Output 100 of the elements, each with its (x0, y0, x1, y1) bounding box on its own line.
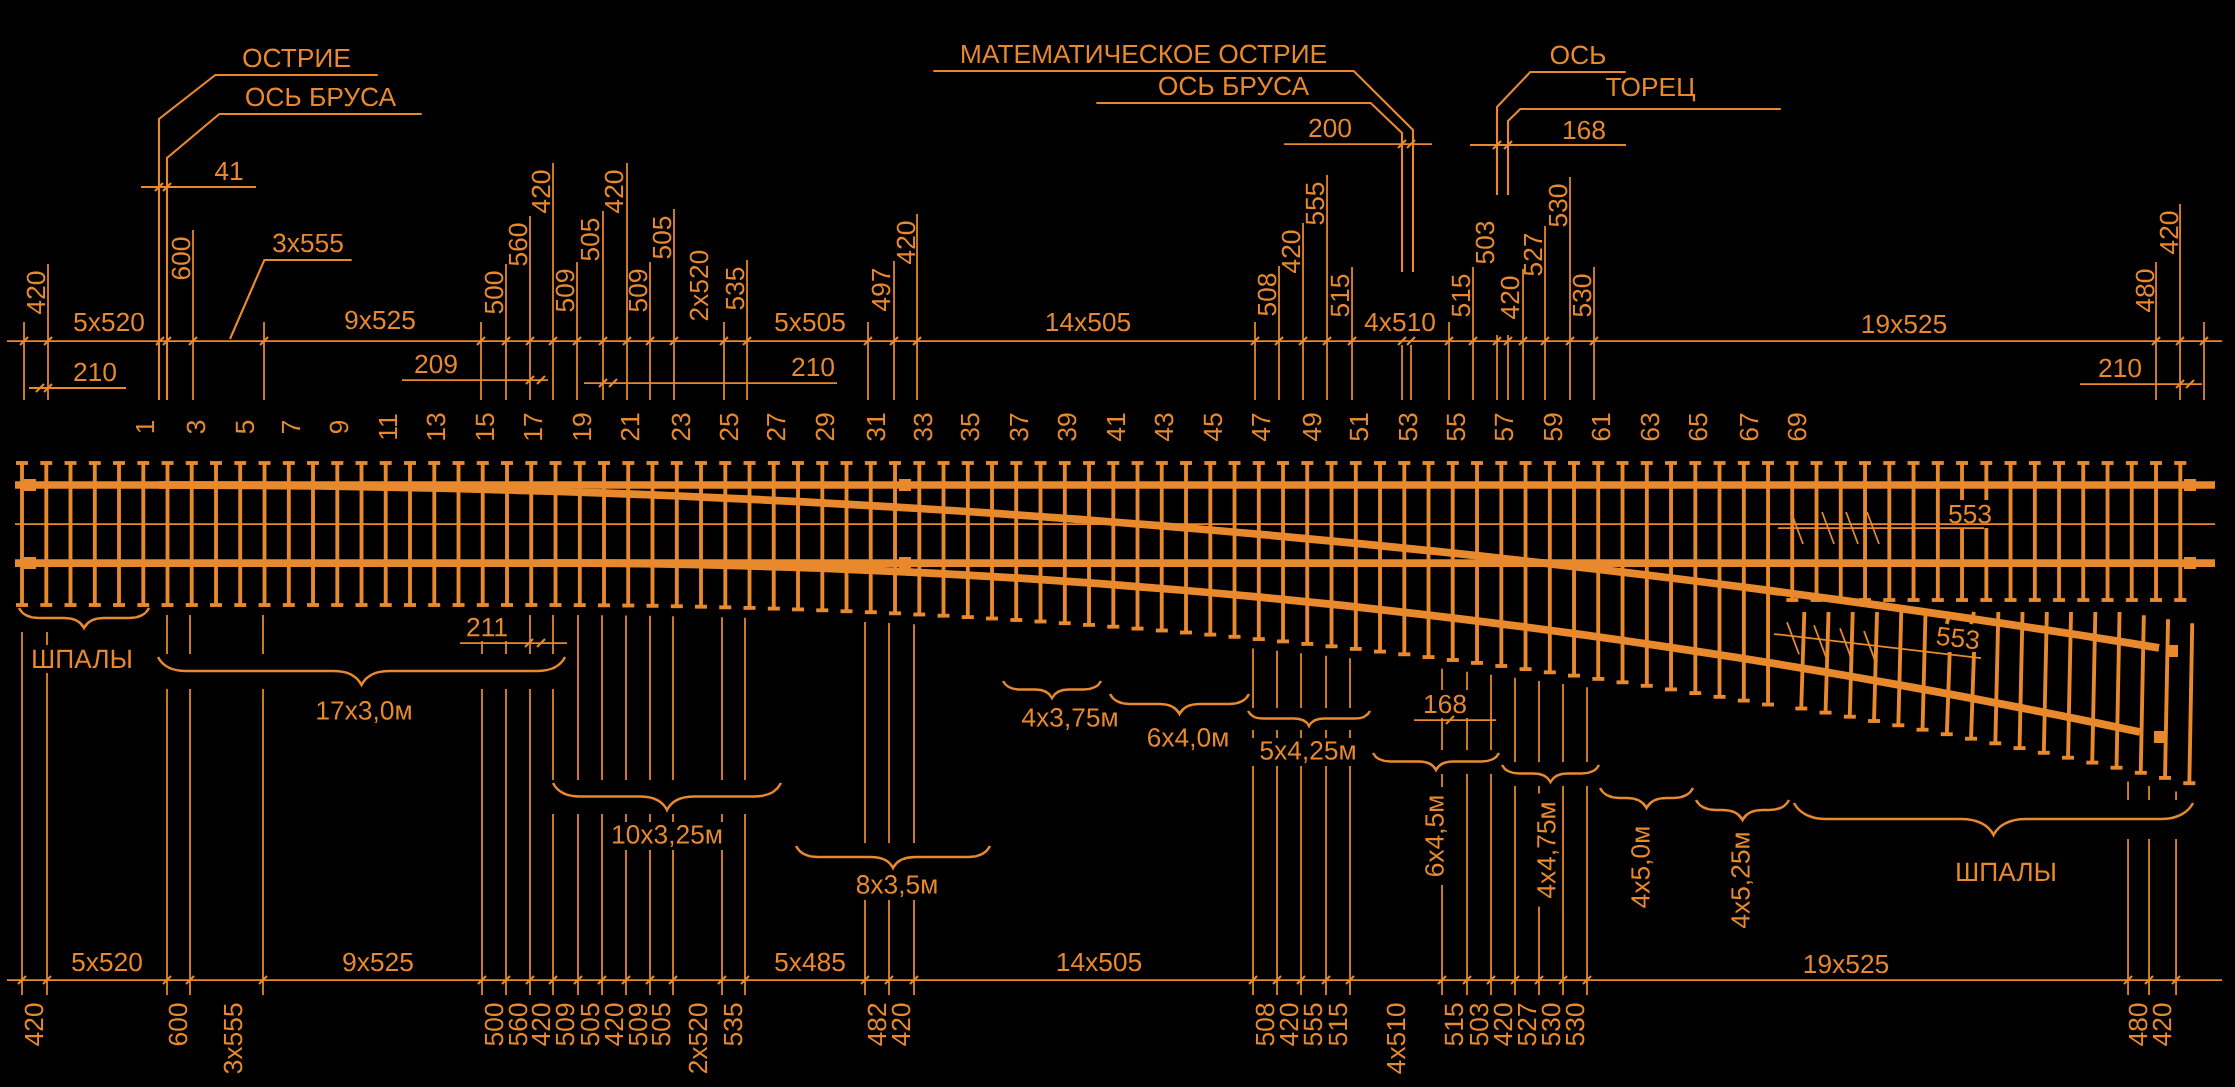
dimension-text: 19x525 (1862, 314, 1947, 334)
dimension-text: 505 (651, 1003, 671, 1046)
dimension-text: 530 (1572, 274, 1592, 317)
dimension-text: 33 (913, 413, 933, 441)
dimension-text: 420 (896, 221, 916, 264)
dimension-text: 55 (1446, 413, 1466, 441)
dimension-text: 420 (891, 1003, 911, 1046)
dimension-text: 51 (1349, 413, 1369, 441)
dimension-text: 41 (1106, 413, 1126, 442)
dimension-text: 508 (1257, 273, 1277, 316)
dimension-text: 553 (1949, 504, 1991, 524)
dimension-text: 530 (1565, 1003, 1585, 1046)
dimension-text: 420 (1500, 276, 1520, 319)
dimension-text: 63 (1640, 413, 1660, 441)
dimension-text: 503 (1469, 1003, 1489, 1046)
dimension-text: 9x525 (343, 952, 413, 972)
leader-line (1506, 107, 1781, 195)
dimension-text: 500 (484, 271, 504, 314)
dimension-text: 10x3,25м (613, 825, 722, 847)
dimension-text: 5x520 (74, 312, 144, 332)
dimension-text: 420 (26, 271, 46, 314)
dimension-text: 21 (620, 413, 640, 441)
dimension-text: 560 (508, 1003, 528, 1046)
callout-text: ОСЬ (1550, 45, 1606, 65)
dimension-text: 57 (1494, 413, 1514, 441)
dimension-text: 168 (1564, 120, 1605, 140)
dimension-text: 420 (24, 1003, 44, 1046)
dimension-text: 17 (523, 413, 543, 440)
dimension-text: 5 (235, 420, 255, 434)
dimension-text: 515 (1328, 1003, 1348, 1046)
dimension-text: 420 (531, 1003, 551, 1046)
dimension-text: 45 (1203, 413, 1223, 442)
dimension-text: 2x520 (689, 250, 709, 321)
dimension-text: ШПАЛЫ (33, 649, 131, 669)
leader-line (1495, 70, 1626, 195)
dimension-text: 14x505 (1046, 312, 1131, 332)
dimension-text: 43 (1154, 413, 1174, 442)
dimension-text: 4x5,25м (1731, 833, 1753, 929)
dimension-text: 23 (671, 413, 691, 441)
dimension-text: 17x3,0м (317, 701, 411, 723)
dimension-text: 200 (1309, 118, 1351, 138)
dimension-text: 527 (1523, 233, 1543, 276)
dimension-text: 15 (475, 413, 495, 440)
leader-line (165, 112, 422, 400)
dimension-text: 509 (628, 1003, 648, 1046)
dimension-text: 5x520 (72, 952, 142, 972)
dimension-text: 209 (415, 354, 457, 374)
dimension-text: 420 (1281, 230, 1301, 273)
leader-line (157, 73, 378, 400)
dimension-text: 515 (1451, 274, 1471, 317)
dimension-text: 11 (378, 414, 398, 439)
dimension-text: 4x5,0м (1631, 827, 1653, 908)
dimension-text: 535 (723, 1003, 743, 1046)
dimension-text: 420 (604, 170, 624, 213)
dimension-text: 35 (960, 413, 980, 441)
dimension-text: 210 (792, 357, 834, 377)
dimension-text: 19 (572, 413, 592, 440)
dimension-text: 31 (866, 413, 886, 441)
dimension-text: ШПАЛЫ (1957, 862, 2055, 882)
dimension-text: 4x510 (1386, 1003, 1406, 1074)
dimension-text: 480 (2128, 1003, 2148, 1046)
dimension-text: 420 (604, 1003, 624, 1046)
dimension-text: 37 (1009, 413, 1029, 441)
dimension-text: 420 (2159, 211, 2179, 254)
dimension-text: 553 (1936, 626, 1979, 650)
dimension-text: 8x3,5м (856, 875, 937, 897)
dimension-text: 168 (1425, 694, 1466, 714)
dimension-text: 9 (329, 420, 349, 434)
dimension-text: 505 (580, 218, 600, 261)
callout-text: ОСЬ БРУСА (1159, 76, 1310, 96)
dimension-text: 59 (1543, 413, 1563, 441)
dimension-text: 515 (1330, 274, 1350, 317)
dimension-text: 6x4,0м (1148, 728, 1228, 750)
dimension-text: 9x525 (345, 310, 415, 330)
dimension-text: 600 (168, 1003, 188, 1046)
dimension-text: 210 (74, 362, 116, 382)
dimension-text: 6x4,5м (1425, 796, 1447, 876)
dimension-text: 14x505 (1057, 952, 1142, 972)
dimension-text: 3 (186, 420, 206, 434)
dimension-text: 25 (719, 413, 739, 441)
dimension-text: 420 (1493, 1003, 1513, 1046)
dimension-text: 210 (2099, 358, 2141, 378)
dimension-text: 508 (1255, 1003, 1275, 1046)
dimension-text: 47 (1251, 413, 1271, 442)
leader-line (229, 258, 352, 340)
callout-text: ОСЬ БРУСА (246, 87, 397, 107)
dimension-text: 29 (815, 413, 835, 441)
dimension-text: 1 (135, 420, 155, 433)
dimension-text: 482 (867, 1003, 887, 1046)
dimension-text: 2x520 (688, 1003, 708, 1073)
dimension-text: 61 (1591, 413, 1611, 441)
dimension-text: 5x505 (775, 312, 845, 332)
dimension-text: 560 (508, 223, 528, 266)
dimension-text: 41 (214, 161, 243, 181)
dimension-text: 13 (426, 413, 446, 440)
dimension-text: 505 (580, 1003, 600, 1046)
dimension-text: 39 (1057, 413, 1077, 441)
dimension-text: 4x4,75м (1537, 803, 1559, 899)
dimension-text: 5x485 (775, 952, 845, 972)
dimension-text: 497 (871, 268, 891, 311)
